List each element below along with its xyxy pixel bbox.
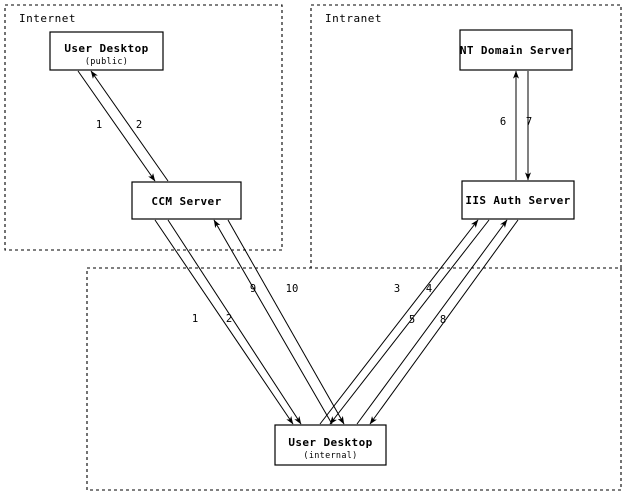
edge-flow-3	[319, 219, 479, 425]
edge-flow-10	[227, 219, 345, 425]
edge-label-flow-2-internal: 2	[226, 313, 232, 325]
node-user-desktop-public-title: User Desktop	[64, 42, 148, 55]
edge-label-flow-1-public: 1	[96, 119, 102, 131]
edge-label-flow-8: 8	[440, 314, 446, 326]
node-ccm-server[interactable]: CCM Server	[131, 181, 242, 220]
node-user-desktop-internal[interactable]: User Desktop (internal)	[274, 424, 387, 466]
zone-internal-border	[86, 267, 622, 491]
zone-internet: Internet	[4, 4, 283, 251]
node-iis-auth-server-title: IIS Auth Server	[465, 194, 570, 207]
edge-label-flow-7: 7	[526, 116, 532, 128]
node-ccm-server-box[interactable]	[131, 181, 242, 220]
edge-flow-4	[329, 219, 490, 425]
zone-intranet-label: Intranet	[325, 12, 382, 25]
edge-flow-2-public	[90, 70, 169, 182]
edge-label-flow-1-internal: 1	[192, 313, 198, 325]
edge-flow-1-public	[77, 70, 156, 182]
node-user-desktop-public-subtitle: (public)	[85, 57, 128, 67]
zone-internet-label: Internet	[19, 12, 76, 25]
edge-flow-2-internal	[167, 219, 302, 425]
edge-label-flow-2-public: 2	[136, 119, 142, 131]
node-nt-domain-server[interactable]: NT Domain Server	[459, 29, 573, 71]
node-user-desktop-public[interactable]: User Desktop (public)	[49, 31, 164, 71]
edge-flow-8	[369, 219, 519, 425]
edge-flow-1-internal	[154, 219, 294, 425]
edge-label-flow-10: 10	[286, 283, 299, 295]
node-nt-domain-server-box[interactable]	[459, 29, 573, 71]
edge-flow-5	[356, 219, 508, 425]
node-user-desktop-internal-title: User Desktop	[288, 436, 372, 449]
node-user-desktop-internal-box[interactable]	[274, 424, 387, 466]
node-ccm-server-title: CCM Server	[151, 195, 221, 208]
edge-label-flow-4: 4	[426, 283, 432, 295]
zone-internal	[86, 267, 622, 491]
node-user-desktop-internal-subtitle: (internal)	[303, 451, 357, 461]
node-user-desktop-public-box[interactable]	[49, 31, 164, 71]
edge-label-flow-5: 5	[409, 314, 415, 326]
zone-internet-border	[4, 4, 283, 251]
edge-label-flow-6: 6	[500, 116, 506, 128]
node-iis-auth-server-box[interactable]	[461, 180, 575, 220]
edge-flow-9	[213, 219, 333, 425]
edge-label-flow-9: 9	[250, 283, 256, 295]
edge-label-flow-3: 3	[394, 283, 400, 295]
node-nt-domain-server-title: NT Domain Server	[460, 44, 572, 57]
node-iis-auth-server[interactable]: IIS Auth Server	[461, 180, 575, 220]
